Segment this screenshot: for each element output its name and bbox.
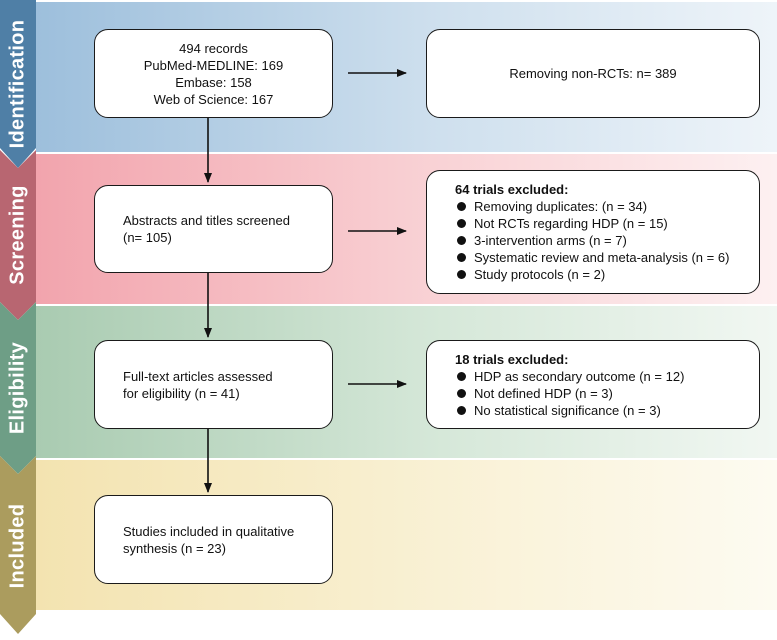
phase-screening: Screening bbox=[0, 150, 36, 320]
included-box: Studies included in qualitative synthesi… bbox=[94, 495, 333, 584]
phase-included: Included bbox=[0, 456, 36, 634]
removing-box: Removing non-RCTs: n= 389 bbox=[426, 29, 760, 118]
screened-line2: (n= 105) bbox=[123, 230, 172, 245]
screened-line1: Abstracts and titles screened bbox=[123, 213, 290, 228]
list-item: 3-intervention arms (n = 7) bbox=[455, 232, 745, 249]
screened-box: Abstracts and titles screened (n= 105) bbox=[94, 185, 333, 273]
list-item: Not RCTs regarding HDP (n = 15) bbox=[455, 215, 745, 232]
records-total: 494 records bbox=[179, 40, 248, 56]
phase-identification: Identification bbox=[0, 0, 36, 168]
included-line1: Studies included in qualitative bbox=[123, 523, 295, 539]
list-item: Not defined HDP (n = 3) bbox=[455, 385, 745, 402]
excluded-screening-list: Removing duplicates: (n = 34) Not RCTs r… bbox=[455, 198, 745, 283]
records-embase: Embase: 158 bbox=[175, 74, 252, 90]
excluded-screening-title: 64 trials excluded: bbox=[455, 182, 569, 197]
list-item: HDP as secondary outcome (n = 12) bbox=[455, 368, 745, 385]
list-item: Study protocols (n = 2) bbox=[455, 266, 745, 283]
records-box: 494 records PubMed-MEDLINE: 169 Embase: … bbox=[94, 29, 333, 118]
excluded-eligibility-list: HDP as secondary outcome (n = 12) Not de… bbox=[455, 368, 745, 419]
list-item: Systematic review and meta-analysis (n =… bbox=[455, 249, 745, 266]
phase-eligibility: Eligibility bbox=[0, 302, 36, 474]
excluded-eligibility-title: 18 trials excluded: bbox=[455, 352, 569, 367]
removing-text: Removing non-RCTs: n= 389 bbox=[509, 66, 677, 81]
fulltext-box: Full-text articles assessed for eligibil… bbox=[94, 340, 333, 429]
list-item: No statistical significance (n = 3) bbox=[455, 402, 745, 419]
fulltext-line1: Full-text articles assessed bbox=[123, 368, 273, 384]
list-item: Removing duplicates: (n = 34) bbox=[455, 198, 745, 215]
excluded-screening-box: 64 trials excluded: Removing duplicates:… bbox=[426, 170, 760, 294]
included-line2: synthesis (n = 23) bbox=[123, 540, 226, 556]
records-pubmed: PubMed-MEDLINE: 169 bbox=[143, 57, 284, 73]
fulltext-line2: for eligibility (n = 41) bbox=[123, 385, 240, 401]
excluded-eligibility-box: 18 trials excluded: HDP as secondary out… bbox=[426, 340, 760, 429]
records-wos: Web of Science: 167 bbox=[153, 91, 274, 107]
